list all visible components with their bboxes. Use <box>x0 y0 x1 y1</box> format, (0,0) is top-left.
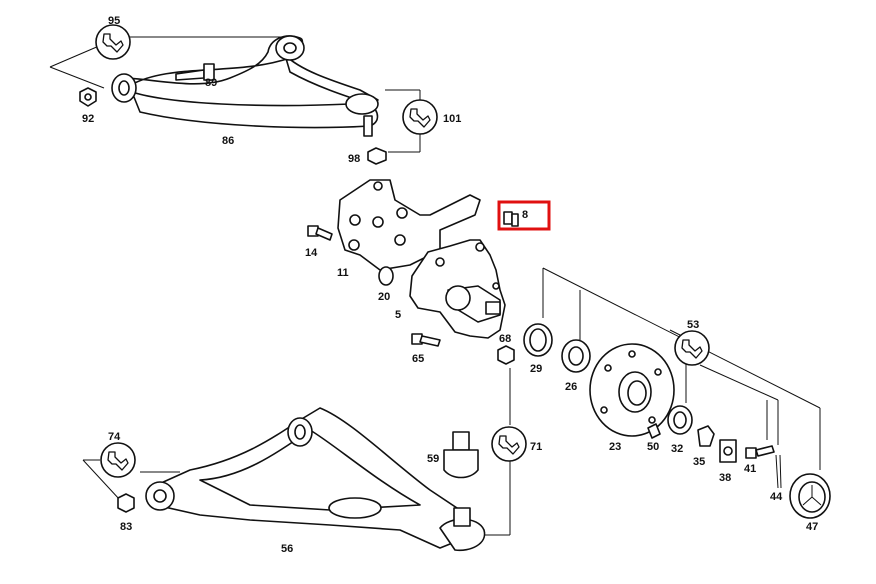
bush-20 <box>378 266 394 286</box>
label-98: 98 <box>348 153 360 165</box>
steering-knuckle-5 <box>409 239 506 339</box>
label-5: 5 <box>395 309 401 321</box>
label-59: 59 <box>427 453 439 465</box>
label-29: 29 <box>530 363 542 375</box>
wrench-icon <box>100 442 136 478</box>
label-38: 38 <box>719 472 731 484</box>
label-74: 74 <box>108 431 121 443</box>
bolt-14 <box>307 225 333 241</box>
label-68: 68 <box>499 333 511 345</box>
label-41: 41 <box>744 463 756 475</box>
label-35: 35 <box>693 456 705 468</box>
nut-68 <box>497 345 515 365</box>
bearing-26 <box>561 339 591 373</box>
label-47: 47 <box>806 521 818 533</box>
bolt-41 <box>745 445 775 459</box>
highlight-box <box>497 200 551 231</box>
bearing-32 <box>667 405 693 435</box>
label-92: 92 <box>82 113 94 125</box>
lower-control-arm-56 <box>145 407 486 552</box>
label-86: 86 <box>222 135 234 147</box>
bracket-11 <box>337 179 481 271</box>
part-labels: 95 89 92 86 101 98 8 14 11 20 5 65 68 29… <box>82 15 818 555</box>
upper-control-arm <box>111 35 379 137</box>
label-14: 14 <box>305 247 318 259</box>
ball-joint-59 <box>443 431 479 479</box>
label-83: 83 <box>120 521 132 533</box>
part-8 <box>503 211 519 227</box>
label-8: 8 <box>522 209 528 221</box>
bolt-89 <box>175 63 215 81</box>
bolt-65 <box>411 333 441 347</box>
label-32: 32 <box>671 443 683 455</box>
wrench-icon <box>402 99 438 135</box>
label-26: 26 <box>565 381 577 393</box>
wheel-hub-23 <box>589 343 675 437</box>
hub-cap-47 <box>789 473 831 519</box>
label-56: 56 <box>281 543 293 555</box>
pin-50 <box>647 423 661 439</box>
seal-29 <box>523 323 553 357</box>
label-50: 50 <box>647 441 659 453</box>
nut-98 <box>367 147 387 165</box>
label-89: 89 <box>205 77 217 89</box>
cotter-pin-44 <box>775 454 782 489</box>
nut-38 <box>719 439 737 463</box>
wrench-icon <box>491 426 527 462</box>
label-20: 20 <box>378 291 390 303</box>
nut-83 <box>117 493 135 513</box>
label-101: 101 <box>443 113 461 125</box>
wrench-icon <box>674 330 710 366</box>
washer-35 <box>697 425 715 447</box>
wrench-icon <box>95 24 131 60</box>
label-11: 11 <box>337 267 349 279</box>
label-53: 53 <box>687 319 699 331</box>
label-44: 44 <box>770 491 783 503</box>
nut-92 <box>79 87 97 107</box>
label-95: 95 <box>108 15 120 27</box>
label-65: 65 <box>412 353 424 365</box>
label-71: 71 <box>530 441 542 453</box>
label-23: 23 <box>609 441 621 453</box>
